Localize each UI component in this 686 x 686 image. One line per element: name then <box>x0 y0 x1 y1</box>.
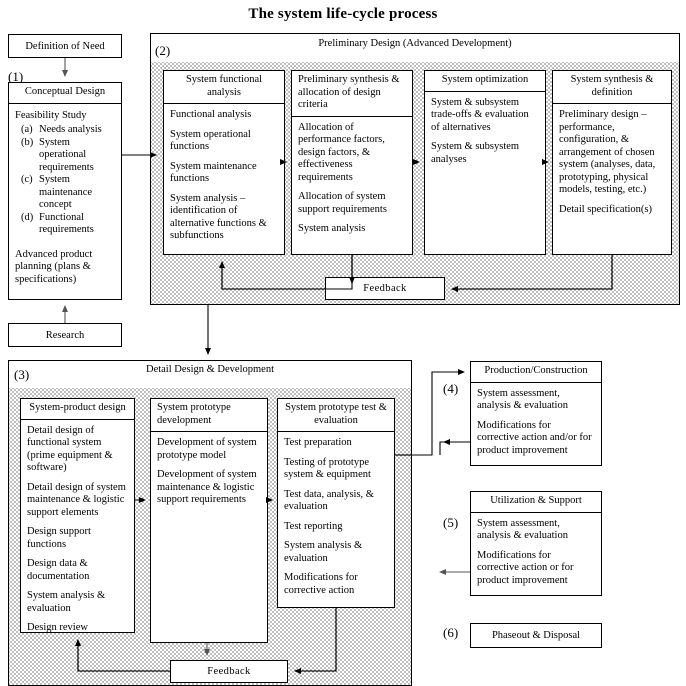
list-item-text: Functional requirements <box>39 211 94 236</box>
box-header: System prototype development <box>151 399 267 432</box>
box-item: Design review <box>27 622 88 633</box>
phase-6-number: (6) <box>443 625 459 640</box>
box-item: Modifications for corrective action and/… <box>477 419 592 456</box>
arrow-feedback-3-to-product-design <box>75 639 170 672</box>
list-item-text: System maintenance concept <box>39 174 93 210</box>
box-header: System prototype test & evaluation <box>278 399 394 432</box>
production-construction-box[interactable]: Production/Construction System assessmen… <box>470 361 602 466</box>
box-item: System & subsystem analyses <box>431 141 520 165</box>
definition-of-need-box[interactable]: Definition of Need <box>8 34 122 58</box>
box-item: Modifications for corrective action or f… <box>477 549 574 586</box>
phase-1-number: (1) <box>8 69 24 84</box>
box-item: Preliminary design – performance, config… <box>559 109 656 195</box>
phase-2-feedback-box[interactable]: Feedback <box>325 277 445 300</box>
conceptual-design-box[interactable]: Conceptual Design Feasibility Study (a) … <box>8 82 122 300</box>
list-item-letter: (a) <box>21 124 33 135</box>
system-synthesis-definition-box[interactable]: System synthesis & definition Preliminar… <box>552 70 672 255</box>
box-item: Detail specification(s) <box>559 203 653 215</box>
phase-2-title: Preliminary Design (Advanced Development… <box>318 38 512 49</box>
phaseout-disposal-box[interactable]: Phaseout & Disposal <box>470 623 602 648</box>
system-product-design-box[interactable]: System-product design Detail design of f… <box>20 398 135 633</box>
feedback-label: Feedback <box>363 283 407 294</box>
page-title: The system life-cycle process <box>248 6 438 22</box>
system-optimization-box[interactable]: System optimization System & subsystem t… <box>424 70 546 255</box>
box-header: System functional analysis <box>164 71 284 104</box>
box-header: Production/Construction <box>471 362 601 383</box>
box-item: Functional analysis <box>170 109 252 120</box>
line-production-feedback <box>439 441 470 455</box>
phase-3-feedback-box[interactable]: Feedback <box>170 660 288 683</box>
system-prototype-test-evaluation-box[interactable]: System prototype test & evaluation Test … <box>277 398 395 608</box>
box-header: Utilization & Support <box>471 492 601 513</box>
box-item: System analysis <box>298 223 366 234</box>
system-prototype-development-box[interactable]: System prototype development Development… <box>150 398 268 643</box>
box-item: Development of system prototype model <box>157 437 257 461</box>
list-item-text: Needs analysis <box>39 124 102 135</box>
box-header: System optimization <box>425 71 545 92</box>
feasibility-study-title: Feasibility Study <box>15 109 87 121</box>
box-item: System assessment, analysis & evaluation <box>477 517 568 542</box>
phase-2-number: (2) <box>155 43 171 58</box>
box-item: System assessment, analysis & evaluation <box>477 387 568 412</box>
box-header: Preliminary synthesis & allocation of de… <box>292 71 412 117</box>
list-item-text: System operational requirements <box>39 136 94 173</box>
arrow-right-to-feedback-2 <box>451 255 613 292</box>
advanced-product-planning-text: Advanced product planning (plans & speci… <box>15 248 93 285</box>
box-item: Allocation of system support requirement… <box>298 191 387 215</box>
box-item: Design data & documentation <box>27 558 90 582</box>
box-item: Design support functions <box>27 526 91 550</box>
list-item-letter: (b) <box>21 136 34 148</box>
box-item: Detail design of system maintenance & lo… <box>27 481 126 518</box>
box-item: Test data, analysis, & evaluation <box>284 488 374 513</box>
box-header: System synthesis & definition <box>553 71 671 104</box>
box-header: Phaseout & Disposal <box>491 630 581 641</box>
box-item: System analysis & evaluation <box>27 590 106 614</box>
list-item: (b) System operational requirements <box>15 137 115 175</box>
list-item-letter: (c) <box>21 174 33 185</box>
phase-4-number: (4) <box>443 381 459 396</box>
feedback-label: Feedback <box>207 666 251 677</box>
box-item: System operational functions <box>170 128 251 153</box>
arrow-test-to-feedback-3 <box>294 608 337 674</box>
box-item: Detail design of functional system (prim… <box>27 424 113 474</box>
utilization-support-box[interactable]: Utilization & Support System assessment,… <box>470 491 602 596</box>
phase-5-number: (5) <box>443 515 459 530</box>
preliminary-synthesis-box[interactable]: Preliminary synthesis & allocation of de… <box>291 70 413 255</box>
list-item: (a) Needs analysis <box>15 124 115 137</box>
box-item: Modifications for corrective action <box>284 572 358 596</box>
box-item: Test reporting <box>284 520 343 532</box>
definition-of-need-label: Definition of Need <box>25 40 105 52</box>
box-header: System-product design <box>21 399 134 420</box>
research-label: Research <box>45 329 85 341</box>
box-item: Development of system maintenance & logi… <box>157 469 257 505</box>
box-item: Test preparation <box>284 437 352 448</box>
system-functional-analysis-box[interactable]: System functional analysis Functional an… <box>163 70 285 255</box>
box-item: System analysis – identification of alte… <box>170 192 267 242</box>
conceptual-design-header: Conceptual Design <box>9 83 121 104</box>
phase-3-title: Detail Design & Development <box>145 364 274 375</box>
box-item: System analysis & evaluation <box>284 540 363 564</box>
box-item: Testing of prototype system & equipment <box>284 456 371 481</box>
list-item: (d) Functional requirements <box>15 212 115 237</box>
list-item: (c) System maintenance concept <box>15 174 115 212</box>
feasibility-study-list: (a) Needs analysis (b) System operationa… <box>15 124 115 237</box>
phase-3-number: (3) <box>14 367 30 382</box>
box-item: System maintenance functions <box>170 160 257 185</box>
research-box[interactable]: Research <box>8 323 122 347</box>
box-item: Allocation of performance factors, desig… <box>298 121 385 183</box>
list-item-letter: (d) <box>21 211 34 223</box>
arrow-phase3-to-production <box>395 369 465 456</box>
arrow-phase2-feedback-loop <box>219 255 353 290</box>
box-item: System & subsystem trade-offs & evaluati… <box>431 96 529 133</box>
